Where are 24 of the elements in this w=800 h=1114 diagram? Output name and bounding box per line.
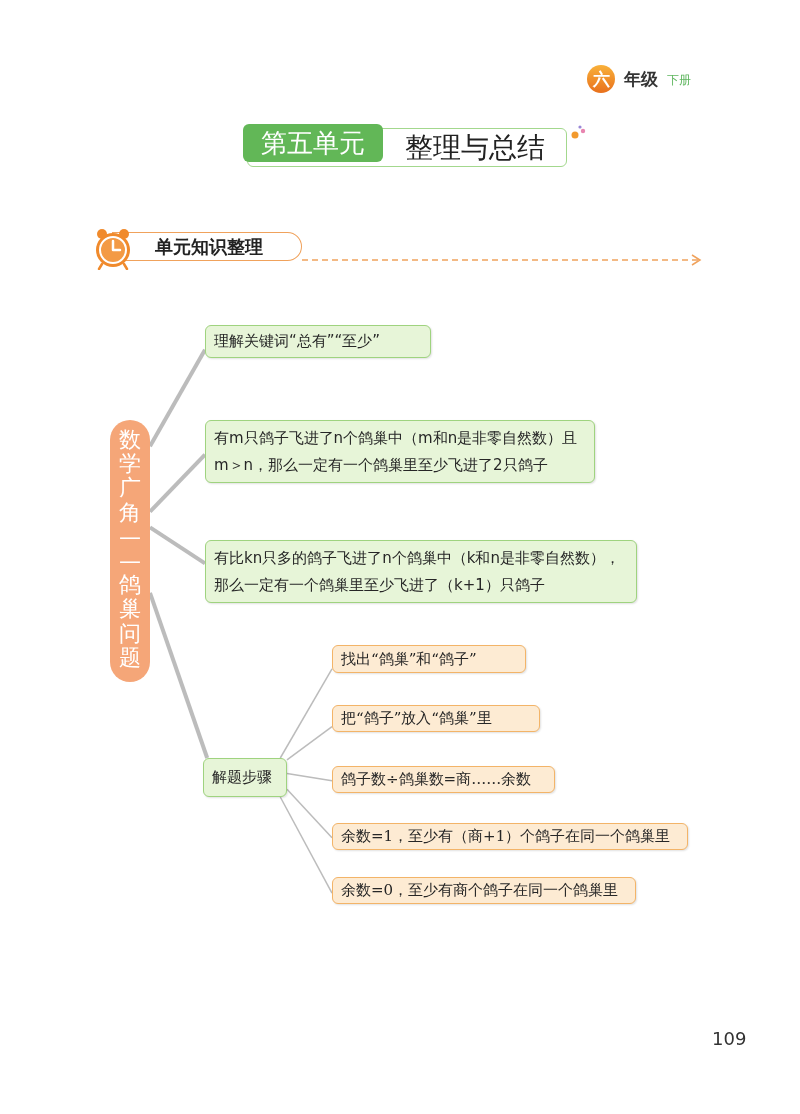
concept-box: 有比kn只多的鸽子飞进了n个鸽巢中（k和n是非零自然数），那么一定有一个鸽巢里至少飞进了（k+1）只鸽子	[205, 540, 637, 603]
connector-line	[279, 668, 333, 759]
connector-line	[286, 725, 333, 761]
connector-line	[148, 592, 210, 759]
connector-line	[148, 348, 207, 448]
volume-label: 下册	[667, 72, 691, 88]
step-box: 找出“鸽巢”和“鸽子”	[332, 645, 526, 673]
step-box: 余数=1，至少有（商+1）个鸽子在同一个鸽巢里	[332, 823, 688, 850]
step-box: 把“鸽子”放入“鸽巢”里	[332, 705, 540, 732]
topic-pill: 数学广角——鸽巢问题	[110, 420, 150, 682]
connector-line	[148, 525, 207, 565]
grade-label: 年级	[624, 68, 658, 90]
concept-box: 理解关键词“总有”“至少”	[205, 325, 431, 358]
connector-line	[286, 788, 333, 839]
concept-box: 有m只鸽子飞进了n个鸽巢中（m和n是非零自然数）且m＞n，那么一定有一个鸽巢里至少飞进了2只鸽子	[205, 420, 595, 483]
page-number: 109	[712, 1028, 747, 1050]
unit-tab: 第五单元	[243, 124, 383, 162]
connector-line	[286, 772, 333, 782]
grade-badge: 六	[587, 65, 615, 93]
connector-line	[279, 796, 333, 894]
step-box: 鸽子数÷鸽巢数=商……余数	[332, 766, 555, 793]
connector-line	[148, 453, 207, 514]
concept-box: 解题步骤	[203, 758, 287, 797]
step-box: 余数=0，至少有商个鸽子在同一个鸽巢里	[332, 877, 636, 904]
